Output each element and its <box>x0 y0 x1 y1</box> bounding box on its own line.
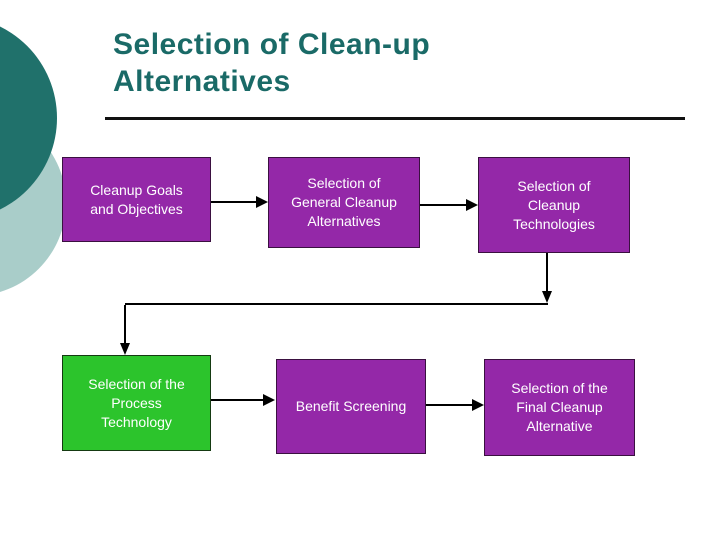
flowchart-box-cleanup-technologies: Selection of Cleanup Technologies <box>478 157 630 253</box>
box-label-cleanup-technologies: Selection of Cleanup Technologies <box>513 177 595 232</box>
arrow-general-to-technologies-head-icon <box>466 199 478 211</box>
flowchart-box-general-cleanup-alternatives: Selection of General Cleanup Alternative… <box>268 157 420 248</box>
title-underline <box>105 117 685 120</box>
box-label-benefit-screening: Benefit Screening <box>295 398 407 414</box>
box-label-final-cleanup-alternative: Selection of the Final Cleanup Alternati… <box>511 380 608 434</box>
arrow-process-to-benefit-line <box>211 399 263 401</box>
arrow-process-to-benefit-head-icon <box>263 394 275 406</box>
flowchart-box-process-technology: Selection of the Process Technology <box>62 355 211 451</box>
connector-horizontal-line <box>125 303 548 305</box>
arrow-goals-to-general-head-icon <box>256 196 268 208</box>
slide-title: Selection of Clean-up Alternatives <box>113 28 431 98</box>
arrow-technologies-down-head-icon <box>542 291 552 303</box>
flowchart-box-cleanup-goals: Cleanup Goals and Objectives <box>62 157 211 242</box>
arrow-into-process-technology-head-icon <box>120 343 130 355</box>
arrow-technologies-down-line <box>546 253 548 293</box>
arrow-general-to-technologies-line <box>420 204 466 206</box>
box-label-cleanup-goals: Cleanup Goals and Objectives <box>90 181 183 217</box>
arrow-goals-to-general-line <box>211 201 257 203</box>
box-label-process-technology: Selection of the Process Technology <box>88 375 185 430</box>
box-label-general-cleanup-alternatives: Selection of General Cleanup Alternative… <box>291 175 397 229</box>
arrow-benefit-to-final-line <box>426 404 472 406</box>
flowchart-box-final-cleanup-alternative: Selection of the Final Cleanup Alternati… <box>484 359 635 456</box>
arrow-into-process-technology-line <box>124 305 126 343</box>
arrow-benefit-to-final-head-icon <box>472 399 484 411</box>
flowchart-box-benefit-screening: Benefit Screening <box>276 359 426 454</box>
